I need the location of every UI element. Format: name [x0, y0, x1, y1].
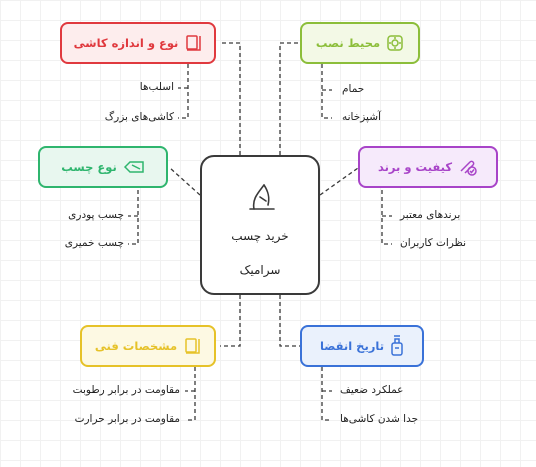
leaf-powder-glue: چسب پودری [68, 209, 124, 221]
bracket-install-env [321, 64, 332, 119]
leaf-tile-detachment: جدا شدن کاشی‌ها [340, 413, 419, 425]
bottle-icon [390, 335, 404, 357]
tile-frame-icon [184, 34, 202, 52]
node-install-env: محیط نصب [300, 22, 420, 64]
leaf-paste-glue: چسب خمیری [64, 237, 124, 249]
leaf-user-reviews: نظرات کاربران [400, 237, 467, 249]
leaf-trusted-brands: برندهای معتبر [400, 209, 461, 221]
center-title-line2: سرامیک [239, 263, 281, 277]
leaf-large-tiles: کاشی‌های بزرگ [104, 111, 174, 123]
node-tile-type-label: نوع و اندازه کاشی [73, 36, 179, 50]
node-specs: مشخصات فنی [80, 325, 216, 367]
node-expiry-label: تاریخ انقضا [319, 339, 385, 353]
center-title-line1: خرید چسب [231, 229, 289, 243]
connector-specs [220, 295, 241, 347]
node-glue-type: نوع چسب [38, 146, 168, 188]
bracket-glue-type [128, 190, 139, 245]
glue-tube-icon [123, 159, 145, 175]
leaf-kitchen: آشپزخانه [342, 111, 381, 123]
connector-glue-type [169, 167, 201, 196]
leaf-slabs: اسلب‌ها [139, 81, 174, 93]
badge-check-icon [458, 157, 478, 177]
bracket-tile-type [178, 64, 189, 119]
node-tile-type: نوع و اندازه کاشی [60, 22, 216, 64]
connector-expiry [279, 295, 300, 347]
leaf-weak-performance: عملکرد ضعیف [340, 384, 404, 396]
leaf-moisture-resistance: مقاومت در برابر رطوبت [72, 384, 180, 396]
connector-install-env [279, 42, 300, 155]
center-node: خرید چسب سرامیک [200, 155, 320, 295]
node-glue-type-label: نوع چسب [61, 160, 117, 174]
leaf-bathroom: حمام [342, 83, 365, 95]
node-expiry: تاریخ انقضا [300, 325, 424, 367]
node-quality-brand: کیفیت و برند [358, 146, 498, 188]
gear-icon [386, 34, 404, 52]
bracket-expiry [321, 367, 332, 421]
leaf-heat-resistance: مقاومت در برابر حرارت [74, 413, 180, 425]
spec-sheet-icon [183, 337, 201, 355]
node-install-env-label: محیط نصب [315, 36, 381, 50]
glue-hand-icon [249, 184, 275, 210]
node-specs-label: مشخصات فنی [94, 339, 178, 353]
bracket-quality-brand [381, 190, 392, 245]
connector-quality-brand [319, 167, 359, 196]
bracket-specs [185, 367, 196, 421]
node-quality-brand-label: کیفیت و برند [377, 160, 453, 174]
connector-tile-type [220, 42, 241, 155]
